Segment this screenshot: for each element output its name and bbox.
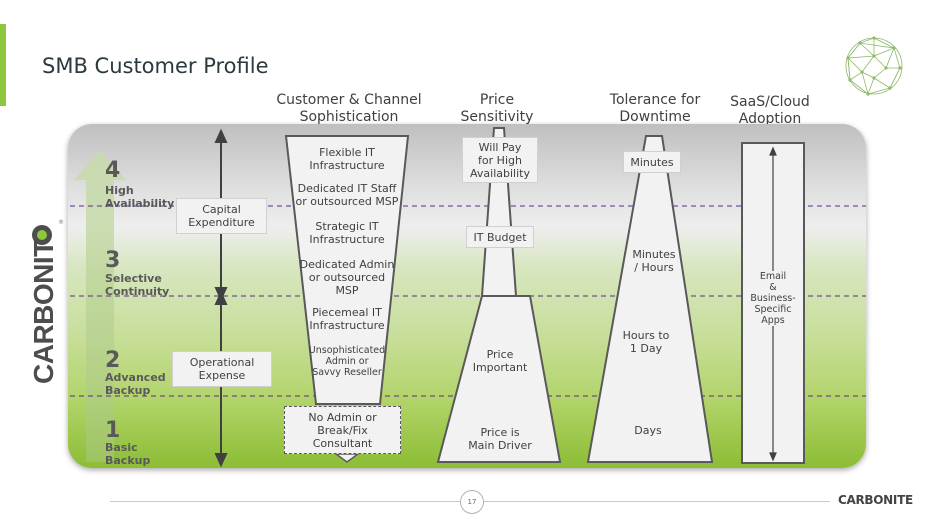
accent-bar [0,24,6,106]
channel-item: Dedicated Admin or outsourced MSP [299,258,395,297]
column-header-downtime: Tolerance for Downtime [609,92,701,125]
carbonite-side-logo-text: CARBONIT [28,240,59,384]
channel-item: Strategic IT Infrastructure [309,220,385,246]
channel-funnel-tip [333,453,361,463]
downtime-minutes-hours-label: Minutes / Hours [632,248,676,274]
level-3-number: 3 [105,248,121,273]
channel-item: Piecemeal IT Infrastructure [309,306,385,332]
capital-expenditure-box: Capital Expenditure [176,198,267,234]
price-shape-bottom [436,295,562,463]
downtime-cone [586,135,714,463]
page-title: SMB Customer Profile [42,54,269,78]
downtime-days-label: Days [634,424,662,437]
level-2-number: 2 [105,348,121,373]
footer-logo-text: CARBONITE [838,493,913,507]
channel-bottom-box: No Admin or Break/Fix Consultant [284,406,401,454]
downtime-minutes-box: Minutes [623,151,681,173]
level-4-label: High Availability [105,184,175,210]
channel-item: Dedicated IT Staff or outsourced MSP [295,182,399,208]
channel-item: Unsophisticated Admin or Savvy Reseller [308,345,386,378]
level-1-number: 1 [105,418,121,443]
svg-text:®: ® [58,219,64,226]
price-it-budget-box: IT Budget [466,226,534,248]
downtime-hours-day-label: Hours to 1 Day [622,329,670,355]
channel-item: Flexible IT Infrastructure [309,146,385,172]
price-high-availability-box: Will Pay for High Availability [462,137,538,183]
page-number: 17 [460,490,484,514]
carbonite-footer-logo: CARBONITE [838,493,913,507]
level-2-label: Advanced Backup [105,371,166,397]
price-main-driver-label: Price is Main Driver [468,426,532,452]
price-important-label: Price Important [472,348,528,374]
carbonite-side-logo: CARBONIT ® [20,218,66,388]
operational-expense-box: Operational Expense [172,351,272,387]
channel-funnel [284,135,410,405]
column-header-channel: Customer & Channel Sophistication [276,92,422,125]
level-4-number: 4 [105,158,121,183]
column-header-saas: SaaS/Cloud Adoption [730,94,810,127]
globe-icon [842,34,906,98]
level-3-label: Selective Continuity [105,272,170,298]
level-1-label: Basic Backup [105,441,151,467]
growth-arrow [74,150,126,462]
saas-label: Email & Business- Specific Apps [744,271,802,326]
column-header-price: Price Sensitivity [460,92,534,125]
